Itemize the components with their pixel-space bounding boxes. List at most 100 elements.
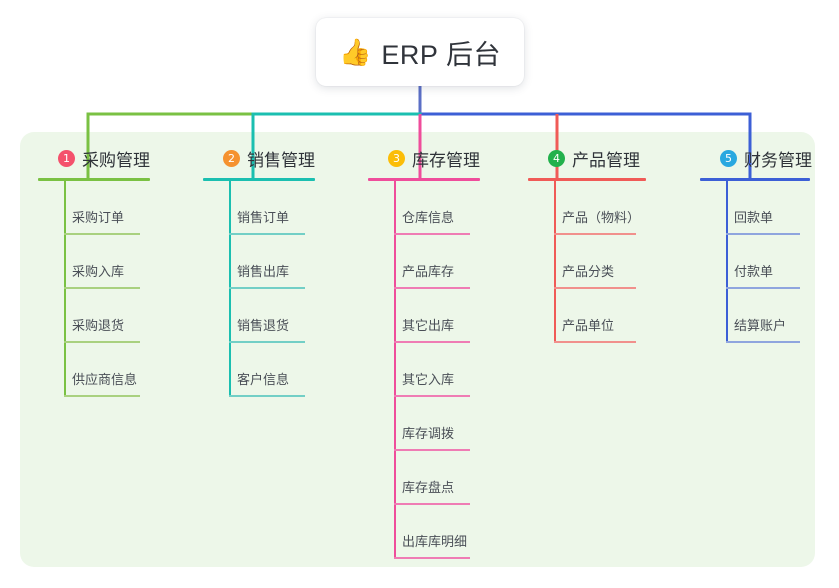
child-underline [726, 287, 800, 289]
child-label: 采购订单 [72, 210, 125, 225]
child-stem [394, 397, 396, 451]
child-underline [229, 341, 305, 343]
child-underline [64, 341, 140, 343]
child-stem [394, 505, 396, 559]
child-underline [394, 395, 470, 397]
child-node[interactable]: 回款单 [700, 181, 812, 235]
child-underline [726, 233, 800, 235]
child-stem [394, 181, 396, 235]
child-node[interactable]: 采购退货 [38, 289, 150, 343]
root-node[interactable]: 👍 ERP 后台 [316, 18, 524, 86]
child-underline [394, 503, 470, 505]
child-underline [64, 287, 140, 289]
child-label: 采购入库 [72, 264, 125, 279]
child-stem [554, 289, 556, 343]
branch-title-1: 采购管理 [82, 150, 150, 170]
branch-children-1: 采购订单采购入库采购退货供应商信息 [38, 181, 150, 397]
child-underline [64, 233, 140, 235]
branch-children-4: 产品（物料） 产品分类产品单位 [528, 181, 646, 343]
child-node[interactable]: 产品单位 [528, 289, 646, 343]
child-label: 其它入库 [402, 372, 455, 387]
child-stem [726, 289, 728, 343]
branch-title-4: 产品管理 [572, 150, 640, 170]
branch-header-4[interactable]: 4 产品管理 [528, 145, 646, 171]
child-label: 库存调拨 [402, 426, 455, 441]
child-node[interactable]: 其它出库 [368, 289, 480, 343]
child-label: 库存盘点 [402, 480, 455, 495]
child-underline [554, 233, 636, 235]
branch-1: 1 采购管理采购订单采购入库采购退货供应商信息 [38, 145, 150, 397]
child-stem [554, 181, 556, 235]
child-label: 产品单位 [562, 318, 615, 333]
child-node[interactable]: 库存调拨 [368, 397, 480, 451]
child-node[interactable]: 产品库存 [368, 235, 480, 289]
child-node[interactable]: 出库库明细 [368, 505, 480, 559]
child-label: 产品库存 [402, 264, 455, 279]
branch-children-5: 回款单付款单结算账户 [700, 181, 812, 343]
branch-title-2: 销售管理 [247, 150, 315, 170]
child-stem [394, 343, 396, 397]
child-node[interactable]: 结算账户 [700, 289, 812, 343]
child-node[interactable]: 客户信息 [203, 343, 315, 397]
child-stem [394, 235, 396, 289]
child-stem [229, 181, 231, 235]
child-label: 供应商信息 [72, 372, 138, 387]
child-stem [394, 289, 396, 343]
child-node[interactable]: 采购入库 [38, 235, 150, 289]
child-underline [394, 557, 470, 559]
child-label: 销售出库 [237, 264, 290, 279]
child-stem [64, 235, 66, 289]
branch-title-5: 财务管理 [744, 150, 812, 170]
child-label: 其它出库 [402, 318, 455, 333]
child-stem [726, 235, 728, 289]
branch-2: 2 销售管理销售订单销售出库销售退货客户信息 [203, 145, 315, 397]
branch-title-3: 库存管理 [412, 150, 480, 170]
child-node[interactable]: 其它入库 [368, 343, 480, 397]
child-label: 产品分类 [562, 264, 615, 279]
child-underline [554, 287, 636, 289]
branch-badge-1: 1 [58, 149, 75, 167]
diagram-panel [20, 132, 815, 567]
child-stem [394, 451, 396, 505]
child-node[interactable]: 产品（物料） [528, 181, 646, 235]
branch-children-3: 仓库信息产品库存其它出库其它入库库存调拨库存盘点出库库明细 [368, 181, 480, 559]
child-underline [394, 287, 470, 289]
child-underline [726, 341, 800, 343]
child-node[interactable]: 销售订单 [203, 181, 315, 235]
branch-header-1[interactable]: 1 采购管理 [38, 145, 150, 171]
child-node[interactable]: 付款单 [700, 235, 812, 289]
branch-underline-3 [368, 178, 480, 181]
child-underline [394, 233, 470, 235]
child-stem [64, 181, 66, 235]
branch-4: 4 产品管理产品（物料） 产品分类产品单位 [528, 145, 646, 343]
child-label: 采购退货 [72, 318, 125, 333]
child-node[interactable]: 库存盘点 [368, 451, 480, 505]
child-underline [394, 449, 470, 451]
child-label: 客户信息 [237, 372, 290, 387]
child-node[interactable]: 仓库信息 [368, 181, 480, 235]
branch-badge-4: 4 [548, 149, 565, 167]
child-node[interactable]: 销售退货 [203, 289, 315, 343]
child-underline [229, 287, 305, 289]
branch-badge-2: 2 [223, 149, 240, 167]
child-node[interactable]: 销售出库 [203, 235, 315, 289]
branch-underline-5 [700, 178, 810, 181]
child-underline [554, 341, 636, 343]
child-stem [229, 289, 231, 343]
child-label: 结算账户 [734, 318, 787, 333]
child-node[interactable]: 产品分类 [528, 235, 646, 289]
child-label: 出库库明细 [402, 534, 468, 549]
child-label: 付款单 [734, 264, 774, 279]
child-node[interactable]: 采购订单 [38, 181, 150, 235]
branch-underline-4 [528, 178, 646, 181]
branch-header-2[interactable]: 2 销售管理 [203, 145, 315, 171]
root-node-label: ERP 后台 [381, 39, 501, 70]
branch-children-2: 销售订单销售出库销售退货客户信息 [203, 181, 315, 397]
child-node[interactable]: 供应商信息 [38, 343, 150, 397]
child-stem [229, 343, 231, 397]
child-label: 回款单 [734, 210, 774, 225]
